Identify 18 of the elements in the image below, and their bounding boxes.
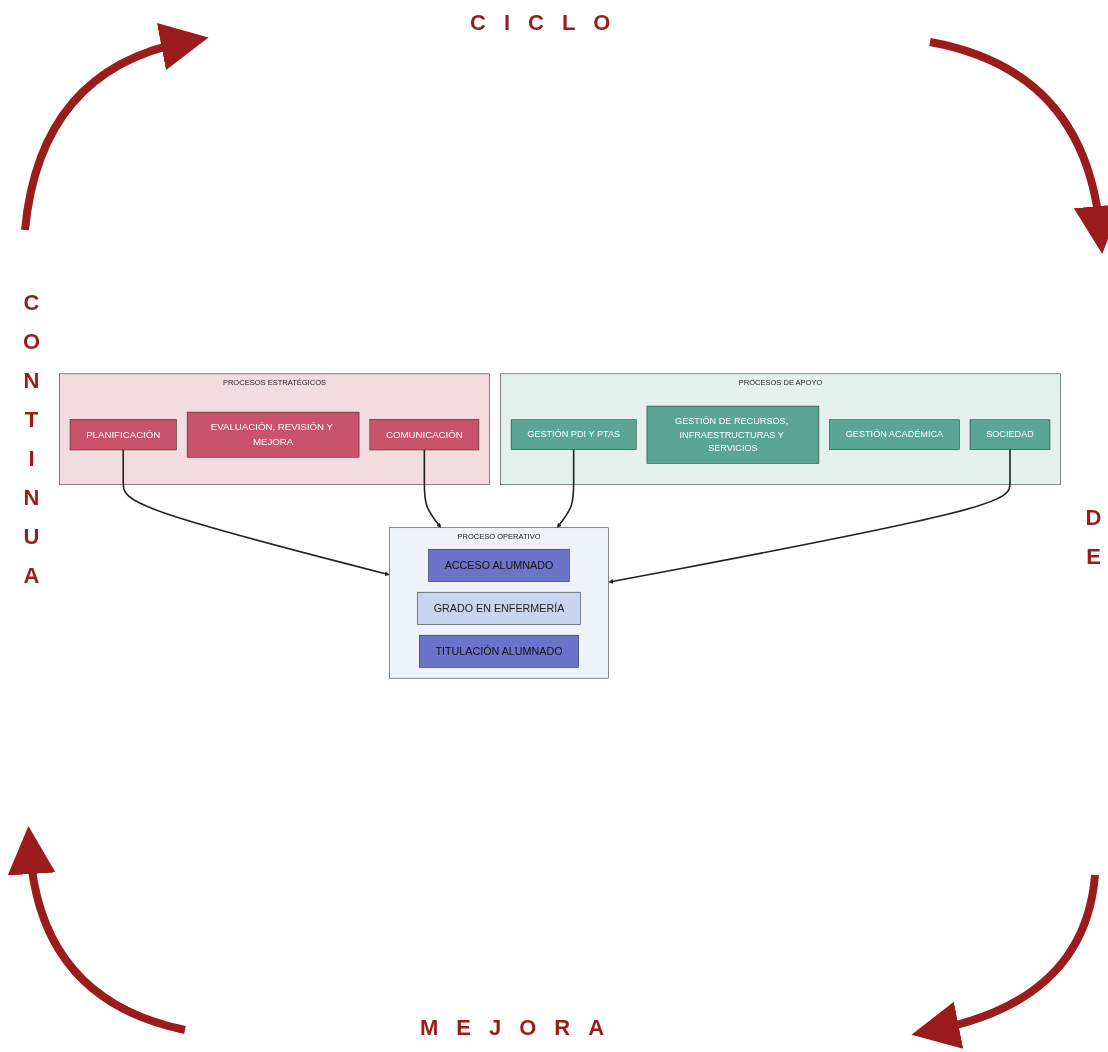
arrow	[556, 448, 575, 528]
node-box: GESTIÓN ACADÉMICA	[829, 419, 960, 450]
cycle-word: CICLO	[470, 10, 629, 36]
node-box: GRADO EN ENFERMERÍA	[417, 591, 581, 625]
node-box: TITULACIÓN ALUMNADO	[419, 634, 579, 668]
node-box: GESTIÓN PDI Y PTAS	[510, 419, 637, 450]
node-box: PLANIFICACIÓN	[69, 419, 177, 451]
cycle-word: DE	[1080, 505, 1106, 583]
arrow	[423, 449, 442, 528]
node-box: ACCESO ALUMNADO	[428, 548, 570, 582]
arrow	[608, 448, 1011, 584]
cycle-word: MEJORA	[420, 1015, 623, 1041]
node-box: EVALUACIÓN, REVISIÓN Y MEJORA	[186, 411, 360, 458]
node-box: COMUNICACIÓN	[369, 419, 480, 451]
node-box: SOCIEDAD	[969, 419, 1051, 450]
node-box: GESTIÓN DE RECURSOS, INFRAESTRUCTURAS Y SERVICIOS	[646, 405, 820, 464]
arrow	[122, 449, 390, 576]
cycle-word: CONTINUA	[18, 290, 44, 602]
